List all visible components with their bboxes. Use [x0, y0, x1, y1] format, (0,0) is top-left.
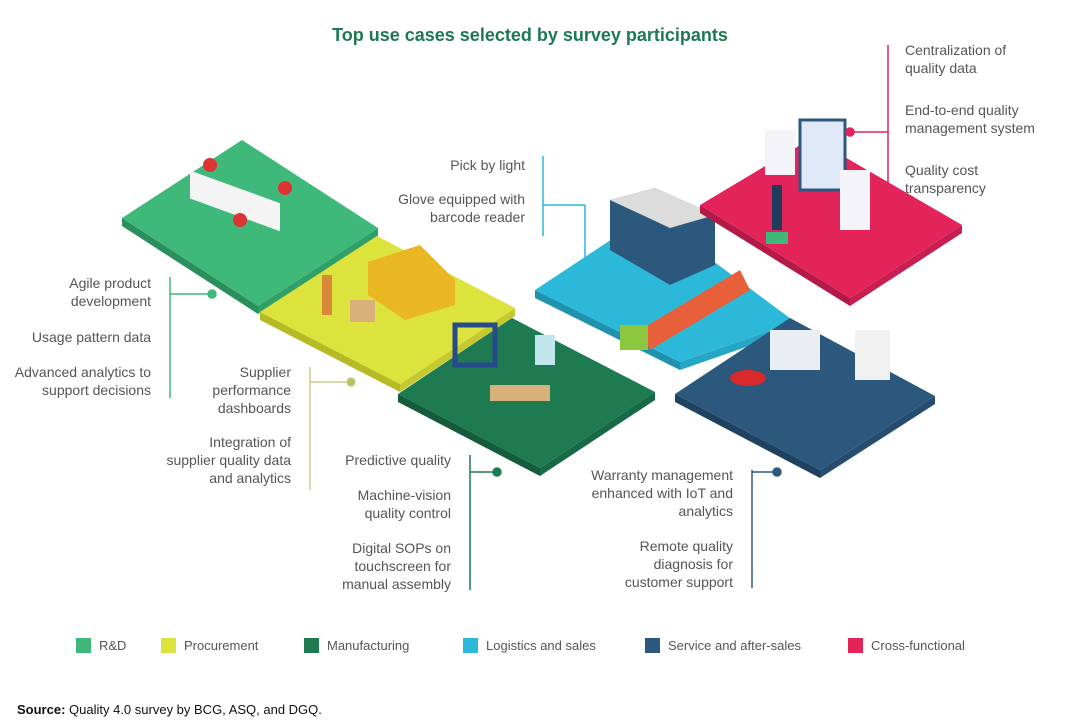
logistics-item-2: Glove equipped with barcode reader [398, 191, 525, 225]
legend-swatch [304, 638, 319, 653]
procurement-item-1: Supplier performance dashboards [212, 364, 291, 416]
connector-procurement [309, 367, 356, 490]
legend-item-procurement: Procurement [161, 638, 304, 653]
rd-item-2: Usage pattern data [31, 329, 151, 345]
rd-item-3: Advanced analytics to support decisions [14, 364, 151, 398]
tile-cross-functional [700, 118, 962, 306]
connector-rd [169, 277, 217, 398]
connector-manufacturing [469, 455, 502, 590]
legend-swatch [848, 638, 863, 653]
legend-label: Procurement [184, 638, 259, 653]
source-text: Quality 4.0 survey by BCG, ASQ, and DGQ. [65, 702, 322, 717]
legend-swatch [161, 638, 176, 653]
manufacturing-item-3: Digital SOPs on touchscreen for manual a… [342, 540, 451, 592]
legend-item-cross-functional: Cross-functional [848, 638, 965, 653]
rd-item-1: Agile product development [69, 275, 151, 309]
cross-item-2: End-to-end quality management system [905, 102, 1035, 136]
legend-label: Manufacturing [327, 638, 410, 653]
legend-item-logistics: Logistics and sales [463, 638, 645, 653]
service-item-2: Remote quality diagnosis for customer su… [624, 538, 733, 590]
legend-label: Service and after-sales [668, 638, 801, 653]
legend-swatch [463, 638, 478, 653]
legend-item-rd: R&D [76, 638, 161, 653]
legend-label: Cross-functional [871, 638, 965, 653]
connector-service [751, 467, 782, 588]
connector-logistics [542, 156, 590, 275]
tile-manufacturing [398, 318, 655, 476]
manufacturing-item-2: Machine-vision quality control [357, 487, 451, 521]
procurement-item-2: Integration of supplier quality data and… [166, 434, 291, 486]
legend-label: R&D [99, 638, 127, 653]
source-label: Source: [17, 702, 66, 717]
tile-service [675, 318, 935, 478]
connector-cross-functional [845, 45, 889, 196]
cross-item-3: Quality cost transparency [905, 162, 986, 196]
source-note: Source: Quality 4.0 survey by BCG, ASQ, … [17, 702, 322, 717]
legend-swatch [645, 638, 660, 653]
cross-item-1: Centralization of quality data [905, 42, 1007, 76]
legend-item-manufacturing: Manufacturing [304, 638, 463, 653]
legend-swatch [76, 638, 91, 653]
diagram-title: Top use cases selected by survey partici… [332, 25, 728, 45]
legend: R&D Procurement Manufacturing Logistics … [76, 638, 965, 653]
manufacturing-item-1: Predictive quality [345, 452, 451, 468]
service-item-1: Warranty management enhanced with IoT an… [591, 467, 733, 519]
logistics-item-1: Pick by light [450, 157, 525, 173]
tile-rd [122, 140, 378, 314]
legend-item-service: Service and after-sales [645, 638, 848, 653]
legend-label: Logistics and sales [486, 638, 596, 653]
